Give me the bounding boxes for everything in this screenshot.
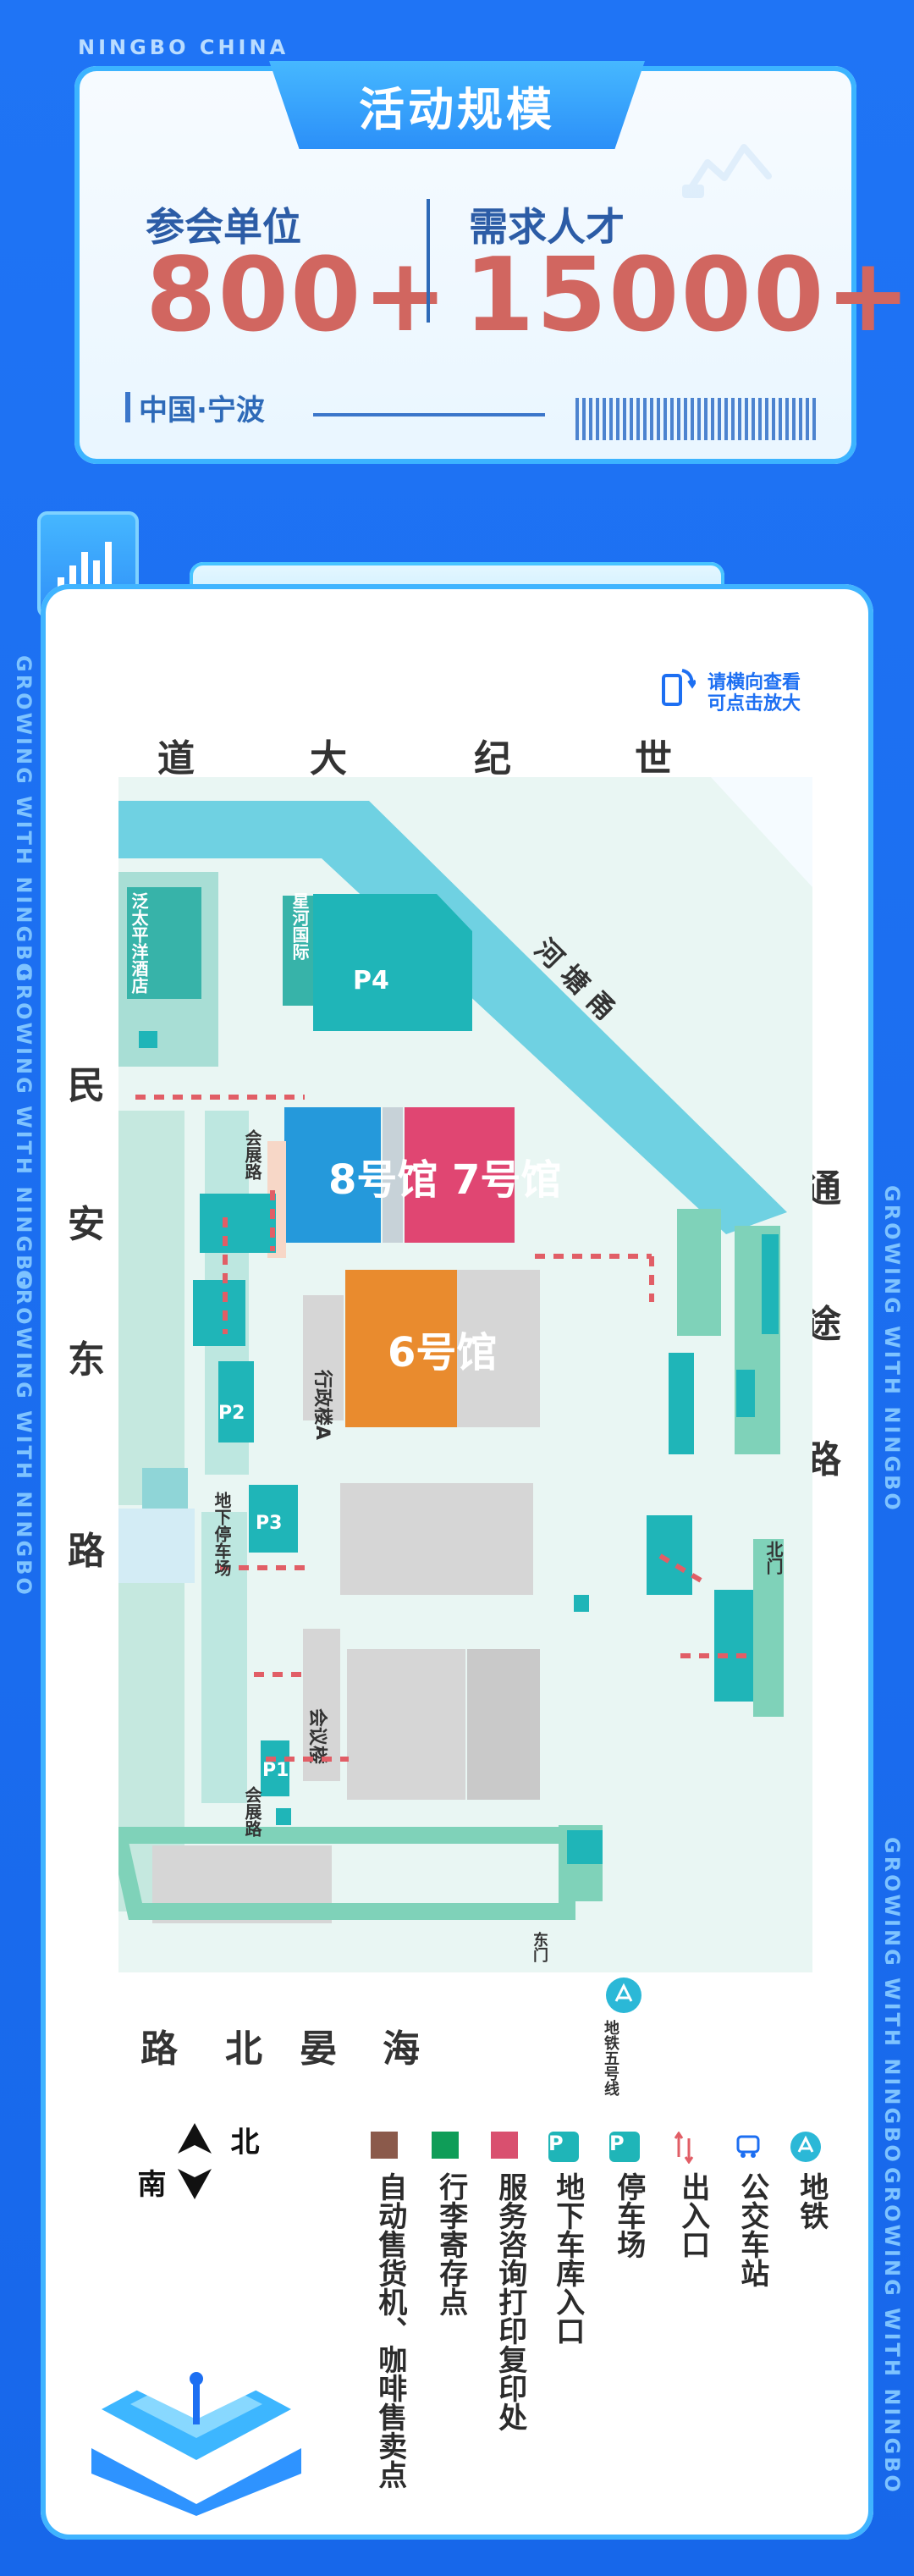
legend-parking: 停车场 <box>611 2172 646 2259</box>
service-legend-icon <box>491 2132 518 2159</box>
stats-divider <box>427 199 430 323</box>
road-top-2: 大 <box>310 737 347 781</box>
side-label-left-2: GROWING WITH NINGBO <box>12 965 36 1293</box>
p3-label: P3 <box>256 1513 282 1534</box>
underground-parking-legend-icon: P <box>548 2132 579 2162</box>
bus-stop-legend-icon <box>733 2132 763 2162</box>
side-label-right-1: GROWING WITH NINGBO <box>880 1185 904 1513</box>
side-label-right-2: GROWING WITH NINGBO <box>880 1837 904 2165</box>
p4-label: P4 <box>353 966 389 996</box>
metro-icon <box>606 1978 641 2013</box>
legend-service: 服务咨询打印复印处 <box>493 2172 527 2431</box>
location-underline <box>313 413 545 416</box>
metro-label: 地铁五号线 <box>602 2020 619 2096</box>
robot-icon <box>665 125 785 203</box>
left-stat-value: 800+ <box>146 237 450 355</box>
side-label-left-3: GROWING WITH NINGBO <box>12 1270 36 1597</box>
location-label: 中国·宁波 <box>139 393 265 427</box>
metro-legend-icon <box>790 2132 821 2162</box>
side-label-right-3: GROWING WITH NINGBO <box>880 2167 904 2495</box>
map-hint-line-2: 可点击放大 <box>708 693 801 715</box>
legend-vending: 自动售货机、咖啡售卖点 <box>372 2172 407 2489</box>
p1-label: P1 <box>262 1760 289 1781</box>
hall-8-label: 8号馆 <box>328 1156 438 1204</box>
road-left-4: 路 <box>68 1530 105 1573</box>
brand-label: NINGBO CHINA <box>78 36 289 59</box>
north-gate-label: 北门 <box>763 1541 784 1575</box>
barcode-decoration <box>575 398 816 440</box>
road-left-3: 东 <box>68 1338 105 1382</box>
location-strip: 中国·宁波 <box>125 389 379 427</box>
location-marker-icon <box>125 392 130 422</box>
east-gate-label: 东门 <box>531 1932 548 1962</box>
legend-underground-parking: 地下车库入口 <box>550 2172 585 2345</box>
xinghe-label: 星河国际 <box>289 892 310 960</box>
conference-road-label-2: 会展路 <box>242 1786 262 1837</box>
road-bottom-4: 海 <box>383 2027 420 2071</box>
right-stat-value: 15000+ <box>464 237 913 355</box>
south-icon <box>178 2165 212 2199</box>
legend-metro: 地铁 <box>794 2172 829 2230</box>
legend-luggage: 行李寄存点 <box>433 2172 468 2316</box>
road-top-4: 世 <box>635 737 672 781</box>
p2-label: P2 <box>218 1403 245 1424</box>
road-top-1: 道 <box>157 737 195 781</box>
underground-parking-label: 地下停车场 <box>212 1492 232 1576</box>
right-stat-label: 需求人才 <box>469 204 625 250</box>
side-label-left-1: GROWING WITH NINGBO <box>12 655 36 983</box>
admin-a-label: 行政楼A <box>311 1369 333 1440</box>
north-icon <box>178 2123 212 2157</box>
hall-6-label: 6号馆 <box>388 1329 497 1376</box>
conference-road-label-1: 会展路 <box>242 1129 262 1180</box>
south-label: 南 <box>132 2169 166 2198</box>
parking-legend-icon: P <box>609 2132 640 2162</box>
road-left-1: 民 <box>68 1064 105 1107</box>
road-left-2: 安 <box>68 1203 105 1246</box>
map-hint-line-1: 请横向查看 <box>708 672 801 693</box>
hall-7-label: 7号馆 <box>452 1156 561 1204</box>
north-label: 北 <box>225 2126 259 2155</box>
entry-exit-legend-icon <box>674 2131 694 2165</box>
road-top-3: 纪 <box>474 737 511 781</box>
road-bottom-2: 北 <box>225 2027 262 2071</box>
graduation-cap-icon <box>69 2292 327 2516</box>
legend-bus-stop: 公交车站 <box>735 2172 769 2287</box>
vending-legend-icon <box>371 2132 398 2159</box>
legend-entry-exit: 出入口 <box>675 2172 710 2259</box>
pacific-hotel-label: 泛太平洋酒店 <box>129 892 149 994</box>
left-stat-label: 参会单位 <box>146 204 301 250</box>
map-hint: 请横向查看 可点击放大 <box>708 672 801 715</box>
luggage-legend-icon <box>432 2132 459 2159</box>
rotate-phone-icon <box>658 664 697 716</box>
venue-map[interactable]: 河 塘 甬 P4 8号馆 7号馆 6号馆 行政楼A 会议楼 P <box>107 777 812 1972</box>
road-bottom-3: 晏 <box>300 2027 337 2071</box>
meeting-label: 会议楼 <box>306 1708 328 1764</box>
road-bottom-1: 路 <box>140 2027 178 2071</box>
page-title: 活动规模 <box>269 61 645 149</box>
